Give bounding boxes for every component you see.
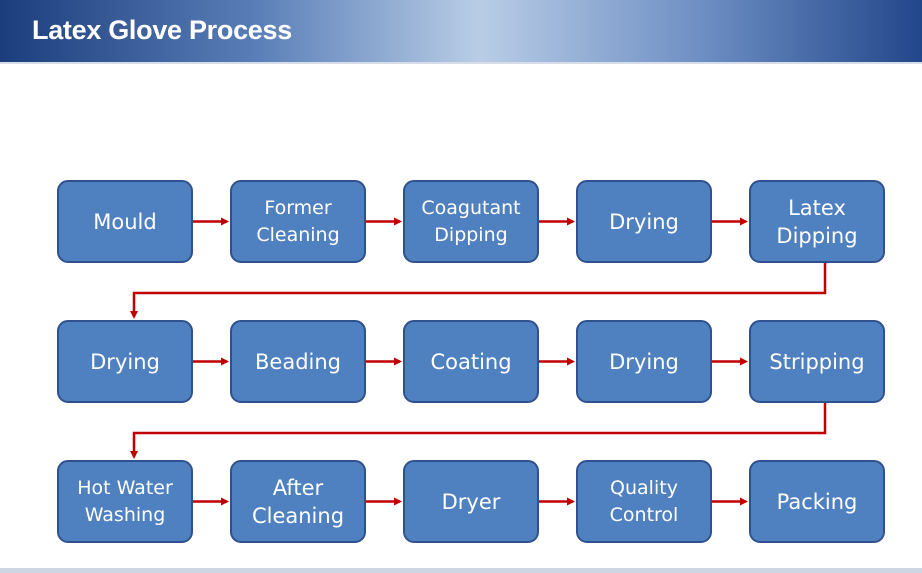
footer-divider <box>0 568 922 573</box>
step-label: Drying <box>609 349 679 374</box>
step-box-drying-2: Drying <box>57 320 193 403</box>
step-label: Coagutant Dipping <box>421 196 521 246</box>
step-box-former-cleaning: Former Cleaning <box>230 180 366 263</box>
header-divider <box>0 62 922 64</box>
page-title: Latex Glove Process <box>32 15 292 45</box>
step-box-beading: Beading <box>230 320 366 403</box>
header-bar: Latex Glove Process <box>0 0 922 62</box>
step-label: Former Cleaning <box>256 196 340 246</box>
step-box-stripping: Stripping <box>749 320 885 403</box>
step-box-coating: Coating <box>403 320 539 403</box>
step-label: After Cleaning <box>251 475 345 528</box>
step-label: Hot Water Washing <box>77 476 173 526</box>
step-box-packing: Packing <box>749 460 885 543</box>
step-box-dryer: Dryer <box>403 460 539 543</box>
step-label: Quality Control <box>609 476 679 526</box>
step-box-after-cleaning: After Cleaning <box>230 460 366 543</box>
step-label: Latex Dipping <box>776 195 858 248</box>
step-box-latex-dipping: Latex Dipping <box>749 180 885 263</box>
step-box-coagutant-dipping: Coagutant Dipping <box>403 180 539 263</box>
step-label: Mould <box>93 209 157 234</box>
step-label: Drying <box>90 349 160 374</box>
row-connector-arrow <box>130 403 827 459</box>
step-label: Packing <box>776 489 858 514</box>
step-label: Drying <box>609 209 679 234</box>
step-label: Beading <box>255 349 341 374</box>
step-label: Stripping <box>769 349 865 374</box>
step-box-hot-water-washing: Hot Water Washing <box>57 460 193 543</box>
step-label: Dryer <box>441 489 501 514</box>
step-box-mould: Mould <box>57 180 193 263</box>
step-box-quality-control: Quality Control <box>576 460 712 543</box>
step-box-drying-1: Drying <box>576 180 712 263</box>
step-label: Coating <box>430 349 512 374</box>
row-connector-arrow <box>130 263 827 319</box>
step-box-drying-3: Drying <box>576 320 712 403</box>
